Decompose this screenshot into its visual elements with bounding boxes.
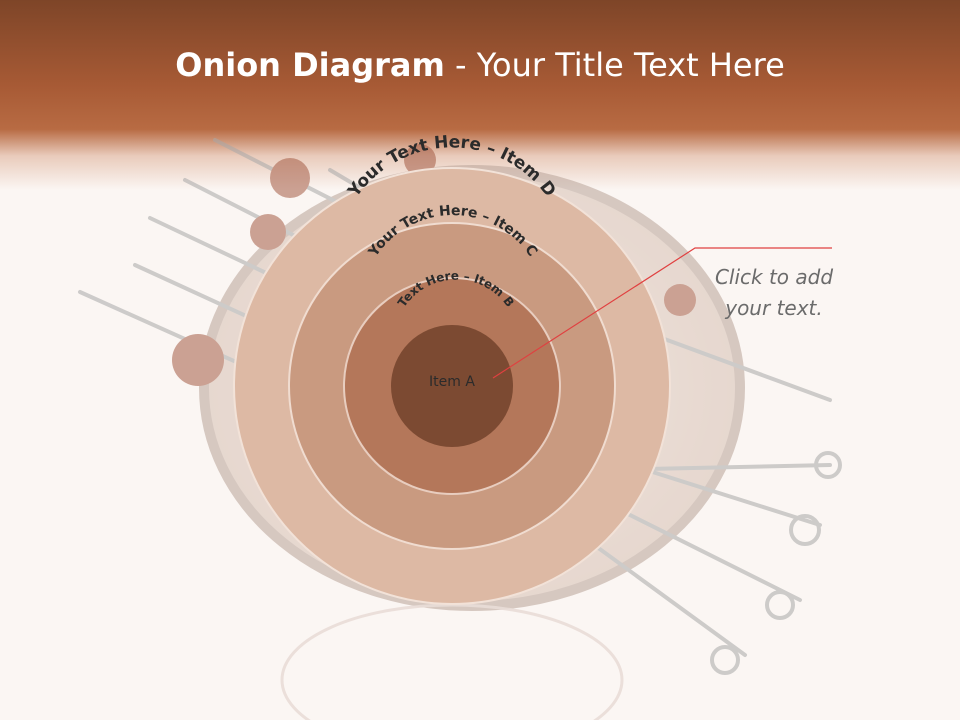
layer-a-label: Item A <box>429 374 475 390</box>
callout-text[interactable]: Click to add your text. <box>690 262 858 324</box>
layer-a-core[interactable] <box>391 325 513 447</box>
header-banner <box>0 0 960 190</box>
title-bold: Onion Diagram <box>175 46 445 84</box>
callout-line-2: your text. <box>725 296 823 320</box>
callout-line-1: Click to add <box>714 265 834 289</box>
page-title[interactable]: Onion Diagram - Your Title Text Here <box>0 46 960 84</box>
callout-pointer <box>492 247 832 379</box>
title-rest: - Your Title Text Here <box>444 46 785 84</box>
reflection <box>280 603 624 720</box>
